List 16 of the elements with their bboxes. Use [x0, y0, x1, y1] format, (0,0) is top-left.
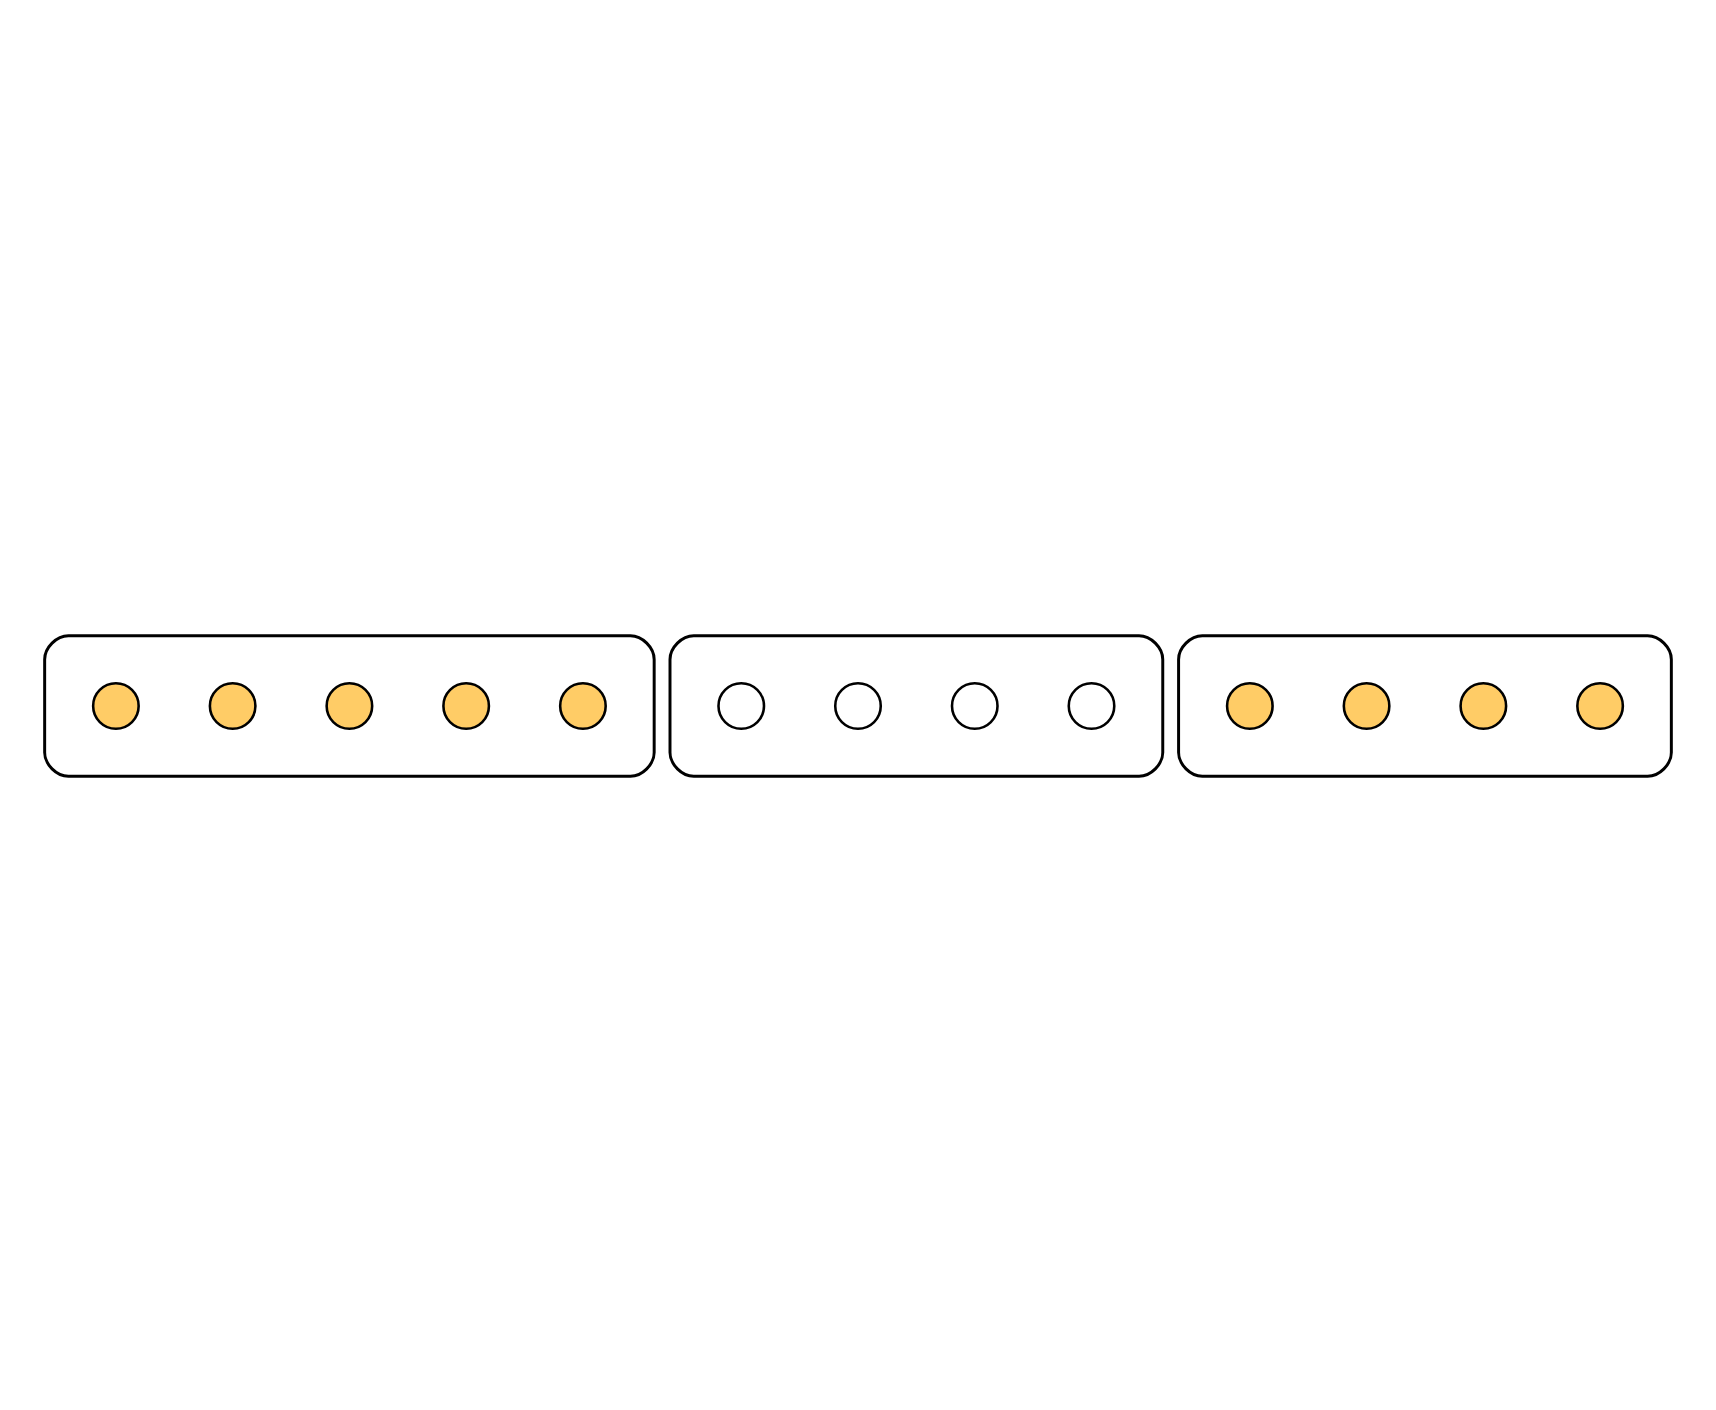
node-circle — [1576, 680, 1625, 730]
node-circle — [208, 680, 257, 730]
node-circle — [1342, 680, 1391, 730]
cluster — [1177, 633, 1673, 777]
node-circle — [442, 680, 491, 730]
node-circle — [1067, 680, 1116, 730]
cluster — [43, 633, 656, 777]
node-circle — [325, 680, 374, 730]
node-circle — [558, 680, 607, 730]
node-circle — [833, 680, 883, 730]
node-circle — [91, 680, 140, 730]
node-circle — [1225, 680, 1274, 730]
node-circle — [1459, 680, 1508, 730]
node-circle — [717, 680, 766, 730]
cluster — [668, 633, 1165, 777]
node-circle — [950, 680, 999, 730]
